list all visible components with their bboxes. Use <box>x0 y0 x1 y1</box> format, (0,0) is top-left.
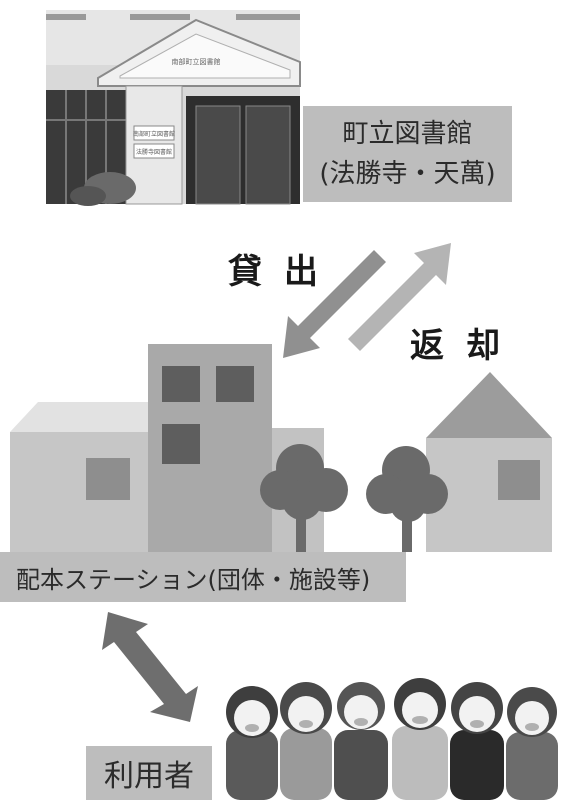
return-label: 返却 <box>410 326 522 366</box>
return-arrow-icon <box>348 243 451 351</box>
people-icon <box>226 678 558 800</box>
user-label-box: 利用者 <box>86 746 212 800</box>
lend-label: 貸出 <box>228 252 340 292</box>
photo-sign-2: 法勝寺図書館 <box>136 148 172 156</box>
photo-sign-1: 南部町立図書館 <box>133 130 175 138</box>
double-arrow-icon <box>102 612 198 722</box>
tree-icon <box>260 444 348 552</box>
library-branches: (法勝寺・天萬) <box>319 159 496 189</box>
building-icon <box>10 344 324 552</box>
station-label: 配本ステーション(団体・施設等) <box>16 565 371 594</box>
library-name: 町立図書館 <box>342 119 473 149</box>
photo-building-name: 南部町立図書館 <box>172 57 221 66</box>
library-label-box: 町立図書館 (法勝寺・天萬) <box>303 106 512 202</box>
user-label: 利用者 <box>104 759 194 794</box>
lend-arrow-icon <box>283 250 386 358</box>
station-label-box: 配本ステーション(団体・施設等) <box>0 552 406 602</box>
tree-icon <box>366 446 448 552</box>
house-icon <box>426 372 552 552</box>
